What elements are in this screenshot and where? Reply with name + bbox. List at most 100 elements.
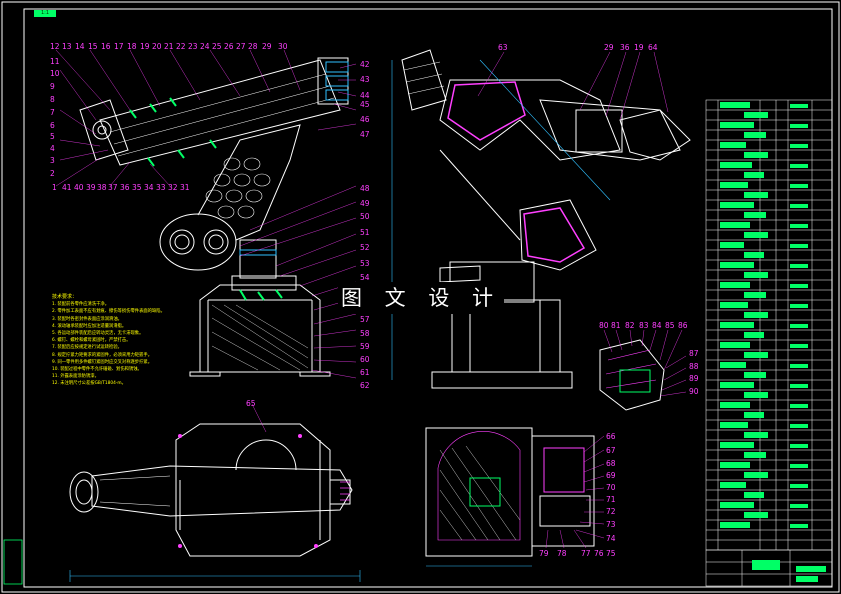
part-label: 61 bbox=[360, 368, 370, 377]
detail-view-labels: 80 81 82 83 84 85 86 87 88 89 90 bbox=[599, 321, 699, 396]
part-label: 36 bbox=[620, 43, 630, 52]
part-label: 87 bbox=[689, 349, 699, 358]
part-label: 36 bbox=[120, 183, 130, 192]
part-label: 43 bbox=[360, 75, 370, 84]
part-label: 32 bbox=[168, 183, 178, 192]
parts-list bbox=[705, 99, 833, 551]
tech-requirement: 1. 装配前各零件应清洗干净。 bbox=[52, 302, 110, 308]
part-label: 49 bbox=[360, 199, 370, 208]
tech-requirement: 6. 螺钉、螺栓和螺母紧固时，严禁打击。 bbox=[52, 338, 131, 344]
front-left-labels: 11 10 9 8 7 6 5 4 3 2 bbox=[50, 57, 60, 178]
part-label: 46 bbox=[360, 115, 370, 124]
plan-marker-3 bbox=[178, 544, 182, 548]
part-label: 19 bbox=[140, 42, 150, 51]
tech-requirement: 10. 装配过程中零件不允许磕碰、划伤和锈蚀。 bbox=[52, 367, 142, 373]
part-label: 10 bbox=[50, 69, 60, 78]
margin-block bbox=[3, 539, 23, 585]
part-label: 17 bbox=[114, 42, 124, 51]
detail-leaders bbox=[603, 329, 687, 397]
part-label: 50 bbox=[360, 212, 370, 221]
part-label: 23 bbox=[188, 42, 198, 51]
plan-view bbox=[69, 423, 361, 582]
front-view-hatching bbox=[129, 97, 283, 301]
front-right-labels: 42 43 44 45 46 47 48 49 50 51 52 53 54 5… bbox=[360, 60, 370, 390]
part-label: 33 bbox=[156, 183, 166, 192]
front-top-labels: 12 13 14 15 16 17 18 19 20 21 22 23 24 2… bbox=[50, 42, 288, 51]
tech-requirement: 5. 各运动部件装配后应转动灵活，无卡滞现象。 bbox=[52, 331, 144, 337]
part-label: 66 bbox=[606, 432, 616, 441]
part-label: 29 bbox=[262, 42, 272, 51]
part-label: 85 bbox=[665, 321, 675, 330]
tech-requirement: 9. 同一零件用多件螺钉紧固时应交叉对称逐步拧紧。 bbox=[52, 359, 152, 365]
tech-requirement: 12. 未注明尺寸公差按GB/T1804-m。 bbox=[52, 381, 126, 387]
part-label: 58 bbox=[360, 329, 370, 338]
section-leaders bbox=[545, 435, 605, 549]
detail-view bbox=[599, 339, 665, 411]
part-label: 22 bbox=[176, 42, 186, 51]
plan-marker-1 bbox=[298, 434, 302, 438]
part-label: 67 bbox=[606, 446, 616, 455]
part-label: 6 bbox=[50, 121, 55, 130]
drawing-tag: 1:1 bbox=[34, 10, 56, 17]
part-label: 80 bbox=[599, 321, 609, 330]
part-label: 18 bbox=[127, 42, 137, 51]
part-label: 79 bbox=[539, 549, 549, 558]
front-view-leaders bbox=[55, 49, 357, 379]
part-label: 5 bbox=[50, 132, 55, 141]
part-label: 75 bbox=[606, 549, 616, 558]
part-label: 84 bbox=[652, 321, 662, 330]
part-label: 44 bbox=[360, 91, 370, 100]
technical-requirements: 技术要求： 1. 装配前各零件应清洗干净。 2. 零件加工表面不应有划痕、擦伤等… bbox=[52, 294, 202, 388]
side-view-labels: 63 29 36 19 64 bbox=[498, 43, 658, 52]
part-label: 60 bbox=[360, 355, 370, 364]
part-label: 13 bbox=[62, 42, 72, 51]
part-label: 89 bbox=[689, 374, 699, 383]
part-label: 88 bbox=[689, 362, 699, 371]
part-label: 74 bbox=[606, 534, 616, 543]
part-label: 4 bbox=[50, 144, 55, 153]
part-label: 20 bbox=[152, 42, 162, 51]
part-label: 8 bbox=[50, 95, 55, 104]
front-view bbox=[79, 57, 349, 377]
part-label: 15 bbox=[88, 42, 98, 51]
part-label: 76 bbox=[594, 549, 604, 558]
plan-leader bbox=[251, 403, 267, 433]
watermark-label: 图 文 设 计 bbox=[338, 282, 504, 314]
part-label: 14 bbox=[75, 42, 85, 51]
part-label: 65 bbox=[246, 399, 256, 408]
part-label: 71 bbox=[606, 495, 616, 504]
part-label: 82 bbox=[625, 321, 635, 330]
part-label: 1 bbox=[52, 183, 57, 192]
part-label: 48 bbox=[360, 184, 370, 193]
part-label: 24 bbox=[200, 42, 210, 51]
part-label: 31 bbox=[180, 183, 190, 192]
part-label: 2 bbox=[50, 169, 55, 178]
part-label: 73 bbox=[606, 520, 616, 529]
part-label: 16 bbox=[101, 42, 111, 51]
tech-requirement: 7. 装配后应按规定进行试运转检验。 bbox=[52, 345, 122, 351]
part-label: 81 bbox=[611, 321, 621, 330]
side-view-leaders bbox=[477, 51, 669, 121]
part-label: 28 bbox=[248, 42, 258, 51]
part-label: 57 bbox=[360, 315, 370, 324]
part-label: 54 bbox=[360, 273, 370, 282]
parts-list-text bbox=[720, 102, 808, 528]
part-label: 69 bbox=[606, 471, 616, 480]
part-label: 78 bbox=[557, 549, 567, 558]
part-label: 19 bbox=[634, 43, 644, 52]
tech-requirement: 3. 装配时各密封件表面应涂润滑油。 bbox=[52, 316, 122, 322]
part-label: 35 bbox=[132, 183, 142, 192]
part-label: 42 bbox=[360, 60, 370, 69]
part-label: 77 bbox=[581, 549, 591, 558]
tech-requirement: 4. 滚动轴承装配时应加注适量润滑脂。 bbox=[52, 323, 127, 329]
part-label: 52 bbox=[360, 243, 370, 252]
section-view bbox=[425, 427, 595, 567]
part-label: 68 bbox=[606, 459, 616, 468]
part-label: 59 bbox=[360, 342, 370, 351]
part-label: 27 bbox=[236, 42, 246, 51]
side-view bbox=[401, 49, 691, 389]
